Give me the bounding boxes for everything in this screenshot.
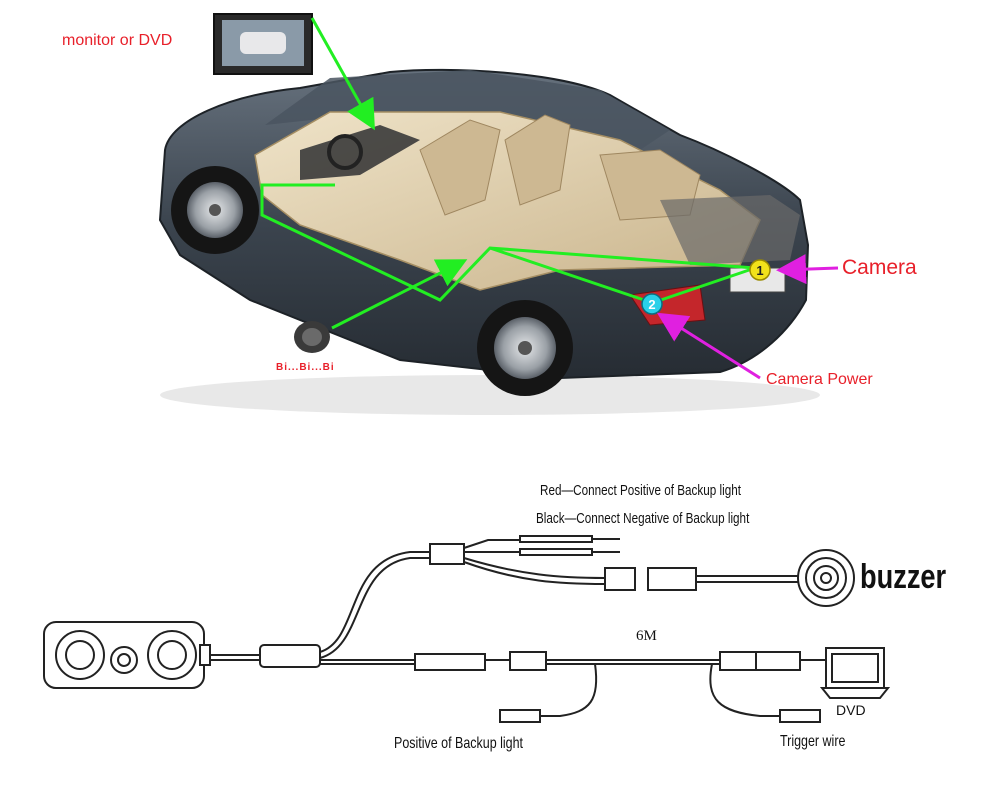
camera-power-pointer [656, 312, 761, 380]
marker-2: 2 [641, 293, 663, 315]
camera-label: Camera [842, 256, 917, 279]
camera-pointer [776, 254, 839, 285]
black-wire-label: Black—Connect Negative of Backup light [536, 510, 750, 527]
rear-wheel [477, 300, 573, 396]
power-cable [489, 246, 651, 304]
rca-connector-a [509, 651, 547, 671]
monitor-pointer [310, 17, 375, 131]
monitor-dvd-image [213, 13, 313, 75]
buzzer-label: buzzer [860, 558, 947, 596]
y-splitter [429, 543, 465, 565]
green-wiring [260, 17, 756, 330]
wiring-schematic [43, 535, 891, 723]
buzzer-pointer [331, 259, 468, 330]
buzzer-small-image [294, 321, 330, 353]
marker-1: 1 [749, 259, 771, 281]
plug-connector-a [604, 567, 636, 591]
marker-2-label: 2 [648, 297, 655, 312]
positive-label: Positive of Backup light [394, 735, 524, 752]
junction-box [259, 644, 321, 668]
camera-unit [43, 621, 211, 689]
marker-1-label: 1 [756, 263, 763, 278]
dvd-label: DVD [836, 702, 866, 718]
plug-connector-b [647, 567, 697, 591]
monitor-label: monitor or DVD [62, 32, 173, 49]
car-illustration [158, 68, 820, 415]
camera-cable [260, 183, 756, 302]
trigger-label: Trigger wire [780, 733, 846, 750]
dvd-monitor [819, 647, 891, 699]
cable-coupler [414, 653, 486, 671]
buzzer-sound-label: Bi...Bi...Bi [276, 362, 335, 373]
buzzer-device [797, 549, 855, 607]
red-wire-label: Red—Connect Positive of Backup light [540, 482, 741, 499]
front-wheel [171, 166, 259, 254]
camera-power-label: Camera Power [766, 371, 873, 388]
length-label: 6M [636, 628, 657, 644]
rca-connector-b [719, 651, 757, 671]
